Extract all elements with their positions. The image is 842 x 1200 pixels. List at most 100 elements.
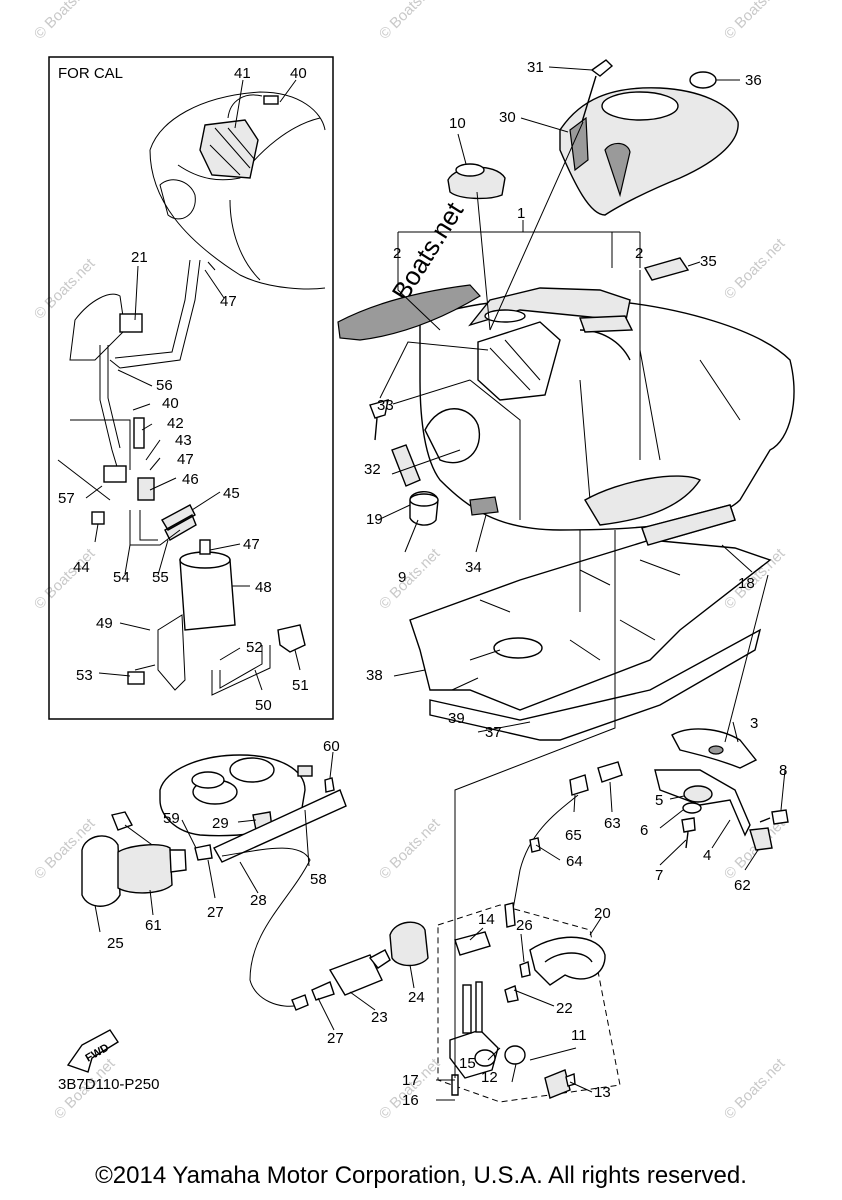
callout-10: 10 <box>449 115 466 132</box>
callout-36: 36 <box>745 72 762 89</box>
watermark: © Boats.net <box>721 235 789 303</box>
cap-36 <box>689 71 717 89</box>
callout-49: 49 <box>96 615 113 632</box>
callout-2: 2 <box>393 245 401 262</box>
heat-plate <box>409 539 772 741</box>
callout-labels: 1 2 2 3 4 5 6 7 8 9 10 11 12 13 14 15 16… <box>58 59 787 1109</box>
callout-40: 40 <box>290 65 307 82</box>
callout-27: 27 <box>207 904 224 921</box>
callout-1: 1 <box>517 205 525 222</box>
callout-3: 3 <box>750 715 758 732</box>
callout-11: 11 <box>571 1027 587 1044</box>
callout-12: 12 <box>481 1069 498 1086</box>
watermark: © Boats.net <box>31 255 99 323</box>
diagram-code: 3B7D110-P250 <box>58 1076 159 1093</box>
callout-9: 9 <box>398 569 406 586</box>
callout-46: 46 <box>182 471 199 488</box>
callout-7: 7 <box>655 867 663 884</box>
callout-19: 19 <box>366 511 383 528</box>
callout-35: 35 <box>700 253 717 270</box>
callout-24: 24 <box>408 989 425 1006</box>
callout-14: 14 <box>478 911 495 928</box>
callout-29: 29 <box>212 815 229 832</box>
callout-5: 5 <box>655 792 663 809</box>
callout-15: 15 <box>459 1055 476 1072</box>
callout-27: 27 <box>327 1030 344 1047</box>
callout-43: 43 <box>175 432 192 449</box>
throttle-body <box>159 754 347 1011</box>
callout-63: 63 <box>604 815 621 832</box>
callout-31: 31 <box>527 59 544 76</box>
inset-box <box>48 56 334 720</box>
watermark: © Boats.net <box>721 0 789 43</box>
callout-41: 41 <box>234 65 251 82</box>
watermark: © Boats.net <box>721 1055 789 1123</box>
callout-39: 39 <box>448 710 465 727</box>
callout-37: 37 <box>485 724 502 741</box>
filter-23 <box>328 954 383 996</box>
collar-6 <box>682 802 702 814</box>
callout-40: 40 <box>162 395 179 412</box>
holder-24 <box>389 921 429 967</box>
watermark: © Boats.net <box>376 815 444 883</box>
watermark: © Boats.net <box>31 0 99 43</box>
callout-62: 62 <box>734 877 751 894</box>
copyright-notice: ©2014 Yamaha Motor Corporation, U.S.A. A… <box>95 1162 747 1189</box>
callout-18: 18 <box>738 575 755 592</box>
leader-lines <box>85 66 786 1101</box>
callout-57: 57 <box>58 490 75 507</box>
inset-title: FOR CAL <box>58 65 123 82</box>
callout-54: 54 <box>113 569 130 586</box>
inset-tank-drawing <box>57 91 326 696</box>
callout-6: 6 <box>640 822 648 839</box>
callout-51: 51 <box>292 677 309 694</box>
callout-59: 59 <box>163 810 180 827</box>
callout-2: 2 <box>635 245 643 262</box>
callout-20: 20 <box>594 905 611 922</box>
callout-42: 42 <box>167 415 184 432</box>
nut-62 <box>749 827 773 851</box>
callout-65: 65 <box>565 827 582 844</box>
cover-30 <box>559 87 739 216</box>
label-34 <box>469 496 499 516</box>
callout-50: 50 <box>255 697 272 714</box>
callout-26: 26 <box>516 917 533 934</box>
callout-61: 61 <box>145 917 162 934</box>
callout-34: 34 <box>465 559 482 576</box>
callout-56: 56 <box>156 377 173 394</box>
callout-30: 30 <box>499 109 516 126</box>
callout-13: 13 <box>594 1084 611 1101</box>
callout-25: 25 <box>107 935 124 952</box>
callout-16: 16 <box>402 1092 419 1109</box>
callout-52: 52 <box>246 639 263 656</box>
callout-4: 4 <box>703 847 711 864</box>
watermark: © Boats.net <box>31 545 99 613</box>
callout-23: 23 <box>371 1009 388 1026</box>
callout-32: 32 <box>364 461 381 478</box>
cover-gauge-window <box>601 91 679 121</box>
callout-55: 55 <box>152 569 169 586</box>
damper-5 <box>683 785 713 803</box>
callout-45: 45 <box>223 485 240 502</box>
callout-47: 47 <box>177 451 194 468</box>
callout-8: 8 <box>779 762 787 779</box>
fuel-cock <box>449 931 606 1099</box>
callout-21: 21 <box>131 249 148 266</box>
callout-60: 60 <box>323 738 340 755</box>
bolt-8 <box>759 809 789 825</box>
callout-33: 33 <box>377 397 394 414</box>
decal-35 <box>643 257 690 281</box>
callout-44: 44 <box>73 559 90 576</box>
callout-58: 58 <box>310 871 327 888</box>
fuel-tank <box>337 284 795 546</box>
watermark: © Boats.net <box>376 0 444 43</box>
watermark: © Boats.net <box>376 545 444 613</box>
callout-38: 38 <box>366 667 383 684</box>
callout-48: 48 <box>255 579 272 596</box>
callout-47: 47 <box>243 536 260 553</box>
fuel-pump-61 <box>81 811 187 907</box>
callout-22: 22 <box>556 1000 573 1017</box>
callout-28: 28 <box>250 892 267 909</box>
callout-64: 64 <box>566 853 583 870</box>
